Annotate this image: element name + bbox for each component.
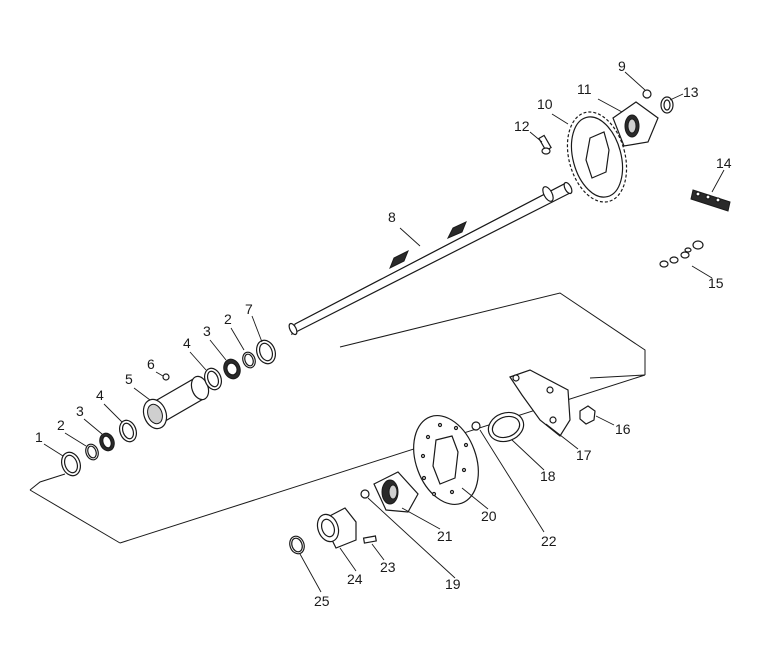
bearing-housing-5 xyxy=(142,375,210,430)
snap-ring-25 xyxy=(289,535,305,555)
part-label-2b: 2 xyxy=(224,311,232,327)
part-label-1: 1 xyxy=(35,429,43,445)
part-label-20: 20 xyxy=(481,508,497,524)
part-label-13: 13 xyxy=(683,84,699,100)
part-label-5: 5 xyxy=(125,371,133,387)
seal-7 xyxy=(255,339,277,365)
bolt-22 xyxy=(471,421,481,431)
part-label-18: 18 xyxy=(540,468,556,484)
part-label-2: 2 xyxy=(57,417,65,433)
part-label-7: 7 xyxy=(245,301,253,317)
bearing-3-right xyxy=(223,358,241,380)
part-label-17: 17 xyxy=(576,447,592,463)
part-label-21: 21 xyxy=(437,528,453,544)
retaining-ring-18 xyxy=(487,411,525,443)
brake-hub-21 xyxy=(373,471,419,513)
nut-19 xyxy=(360,489,370,499)
part-labels: 1 2 3 4 5 6 4 3 2 7 8 9 10 11 12 13 14 1… xyxy=(35,58,732,609)
brake-disc-20 xyxy=(413,414,479,506)
race-4-left xyxy=(118,419,138,443)
part-label-3b: 3 xyxy=(203,323,211,339)
axle-shaft xyxy=(288,181,573,336)
part-label-6: 6 xyxy=(147,356,155,372)
shaft-spline-outer xyxy=(389,221,467,270)
sprocket-hub-11 xyxy=(612,101,659,147)
caliper-bracket-17 xyxy=(509,369,571,437)
nut-16 xyxy=(579,405,596,425)
part-label-4: 4 xyxy=(96,387,104,403)
part-label-9: 9 xyxy=(618,58,626,74)
bearing-3-left xyxy=(99,432,115,452)
part-label-14: 14 xyxy=(716,155,732,171)
part-label-24: 24 xyxy=(347,571,363,587)
nut-9 xyxy=(642,89,652,99)
part-label-22: 22 xyxy=(541,533,557,549)
part-label-3: 3 xyxy=(76,403,84,419)
part-label-23: 23 xyxy=(380,559,396,575)
leader-lines xyxy=(43,71,725,593)
part-label-19: 19 xyxy=(445,576,461,592)
grease-fitting-6 xyxy=(162,373,170,381)
sprocket-10 xyxy=(566,111,628,203)
part-label-16: 16 xyxy=(615,421,631,437)
chain-14 xyxy=(690,189,731,212)
master-link-15 xyxy=(659,240,704,268)
part-label-11: 11 xyxy=(577,81,592,97)
race-4-right xyxy=(203,367,223,391)
assembly-frame xyxy=(29,292,646,544)
part-label-12: 12 xyxy=(514,118,530,134)
part-label-8: 8 xyxy=(388,209,396,225)
bolt-12 xyxy=(538,134,552,155)
part-label-25: 25 xyxy=(314,593,330,609)
part-label-10: 10 xyxy=(537,96,553,112)
part-label-15: 15 xyxy=(708,275,724,291)
hub-cover-24 xyxy=(316,507,357,549)
o-ring-2-left xyxy=(85,443,99,461)
part-label-4b: 4 xyxy=(183,335,191,351)
seal-ring-1 xyxy=(60,451,82,477)
washer-13 xyxy=(660,96,674,114)
o-ring-2-right xyxy=(242,351,256,369)
screw-23 xyxy=(362,535,377,544)
